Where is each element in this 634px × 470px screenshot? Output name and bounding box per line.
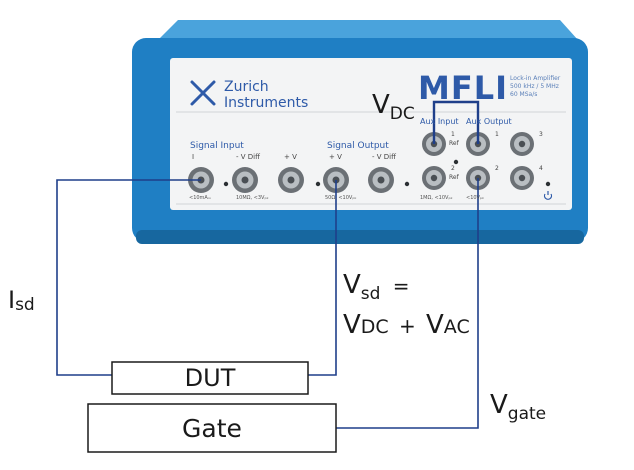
- aux-input-note: 1MΩ, <10Vₚₖ: [420, 195, 453, 201]
- signal-output-note: 50Ω, <10Vₚₖ: [325, 195, 357, 201]
- wire-aux-loop: [432, 100, 480, 144]
- gate-box: [87, 403, 337, 453]
- aux-input-1-label: 1: [451, 131, 455, 138]
- bnc-signal-input-vplus[interactable]: [278, 167, 304, 193]
- bnc-aux-input-2[interactable]: [422, 166, 446, 190]
- model-spec-line1: Lock-in Amplifier: [510, 75, 561, 82]
- aux-output-3-label: 3: [539, 131, 543, 138]
- bnc-aux-output-4[interactable]: [510, 166, 534, 190]
- label-vdc: VDC: [372, 90, 415, 124]
- signal-output-vdiff-label: - V Diff: [372, 153, 396, 161]
- aux-output-4-label: 4: [539, 165, 543, 172]
- gate-label: Gate: [182, 413, 242, 443]
- model-spec-line3: 60 MSa/s: [510, 91, 538, 98]
- model-name: MFLI: [418, 69, 508, 107]
- aux-input-2-label: 2: [451, 165, 455, 172]
- status-leds: [223, 159, 551, 187]
- signal-output-title: Signal Output: [327, 141, 389, 151]
- aux-output-1-label: 1: [495, 131, 499, 138]
- signal-input-v-note: 10MΩ, <3Vₚₖ: [236, 195, 269, 201]
- label-vdc-plus-vac: VDC + VAC: [343, 310, 470, 340]
- signal-output-vplus-label: + V: [329, 153, 342, 161]
- brand-name-line1: Zurich: [224, 79, 269, 95]
- signal-input-i-label: I: [192, 153, 195, 161]
- label-isd: Isd: [8, 286, 35, 315]
- wire-vsd-path: [308, 180, 337, 376]
- aux-output-title: Aux Output: [466, 117, 512, 126]
- power-icon: [543, 191, 553, 200]
- dut-label: DUT: [184, 364, 236, 392]
- wiring: [56, 100, 480, 429]
- bnc-aux-output-3[interactable]: [510, 132, 534, 156]
- casing-edge: [136, 230, 584, 244]
- aux-input-title: Aux Input: [420, 117, 459, 126]
- wire-current-path: [56, 179, 201, 376]
- aux-input-ref-1: Ref: [449, 140, 459, 147]
- mfli-instrument: [132, 20, 588, 244]
- bnc-signal-output-vdiff[interactable]: [368, 167, 394, 193]
- aux-input-ref-2: Ref: [449, 174, 459, 181]
- label-vsd: Vsd =: [343, 270, 410, 304]
- model-spec-line2: 500 kHz / 5 MHz: [510, 83, 559, 90]
- dut-box: [111, 361, 309, 395]
- wire-gate-path: [336, 178, 479, 429]
- brand-name-line2: Instruments: [224, 95, 309, 111]
- signal-input-vdiff-label: - V Diff: [236, 153, 260, 161]
- signal-input-i-note: <10mAₘ: [189, 195, 211, 201]
- bnc-signal-input-vdiff[interactable]: [232, 167, 258, 193]
- casing-top: [158, 20, 578, 40]
- label-vgate: Vgate: [490, 390, 547, 424]
- aux-output-note: <10Vₚₖ: [466, 195, 485, 201]
- signal-input-title: Signal Input: [190, 141, 244, 151]
- signal-input-vplus-label: + V: [284, 153, 297, 161]
- aux-output-2-label: 2: [495, 165, 499, 172]
- zi-logo-icon: [190, 80, 216, 106]
